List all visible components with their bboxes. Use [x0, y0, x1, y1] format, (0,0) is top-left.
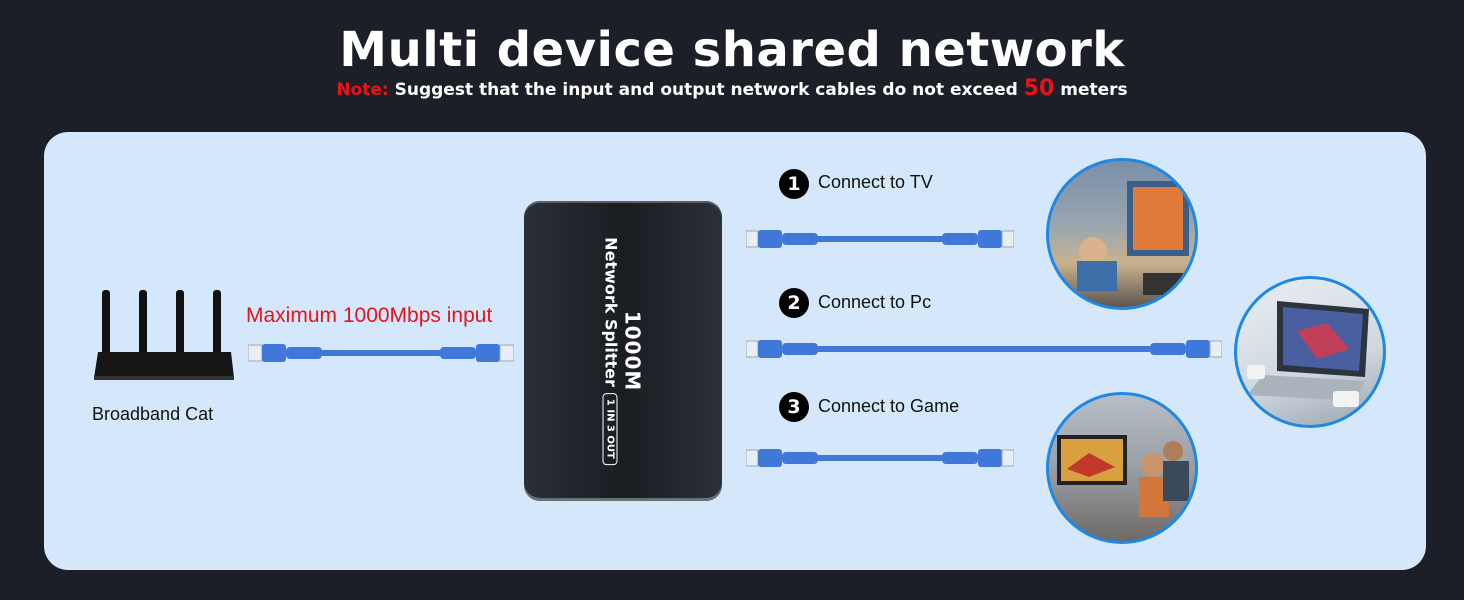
output-1-number: 1 — [779, 169, 809, 199]
note-text: Suggest that the input and output networ… — [388, 80, 1024, 100]
game-photo — [1046, 392, 1198, 544]
note-suffix: meters — [1054, 80, 1128, 100]
router-label: Broadband Cat — [92, 404, 214, 424]
page-title: Multi device shared network — [339, 22, 1125, 78]
note-line: Note: Suggest that the input and output … — [0, 76, 1464, 101]
output-2-number: 2 — [779, 288, 809, 318]
tv-photo — [1046, 158, 1198, 310]
splitter-label: 1000M Network Splitter 1 IN 3 OUT — [602, 237, 645, 465]
output-3-number: 3 — [779, 392, 809, 422]
laptop-icon — [1247, 301, 1369, 407]
output-2-label: Connect to Pc — [818, 292, 932, 312]
splitter-model: 1000M — [620, 310, 645, 392]
output-3-label: Connect to Game — [818, 396, 960, 416]
output-2-cable-icon — [746, 340, 1222, 358]
input-cable-label: Maximum 1000Mbps input — [246, 304, 493, 327]
splitter-badge: 1 IN 3 OUT — [602, 392, 618, 465]
output-1-label: Connect to TV — [818, 172, 933, 192]
input-cable-icon — [248, 344, 514, 362]
note-value: 50 — [1023, 76, 1055, 101]
game-scene-icon — [1057, 435, 1189, 517]
router-icon — [94, 290, 234, 380]
output-1-cable-icon — [746, 230, 1014, 248]
splitter-name: Network Splitter — [601, 237, 621, 387]
laptop-photo — [1234, 276, 1386, 428]
tv-scene-icon — [1077, 181, 1189, 295]
note-prefix: Note: — [336, 80, 389, 100]
network-splitter: 1000M Network Splitter 1 IN 3 OUT — [524, 201, 722, 501]
output-3-cable-icon — [746, 449, 1014, 467]
